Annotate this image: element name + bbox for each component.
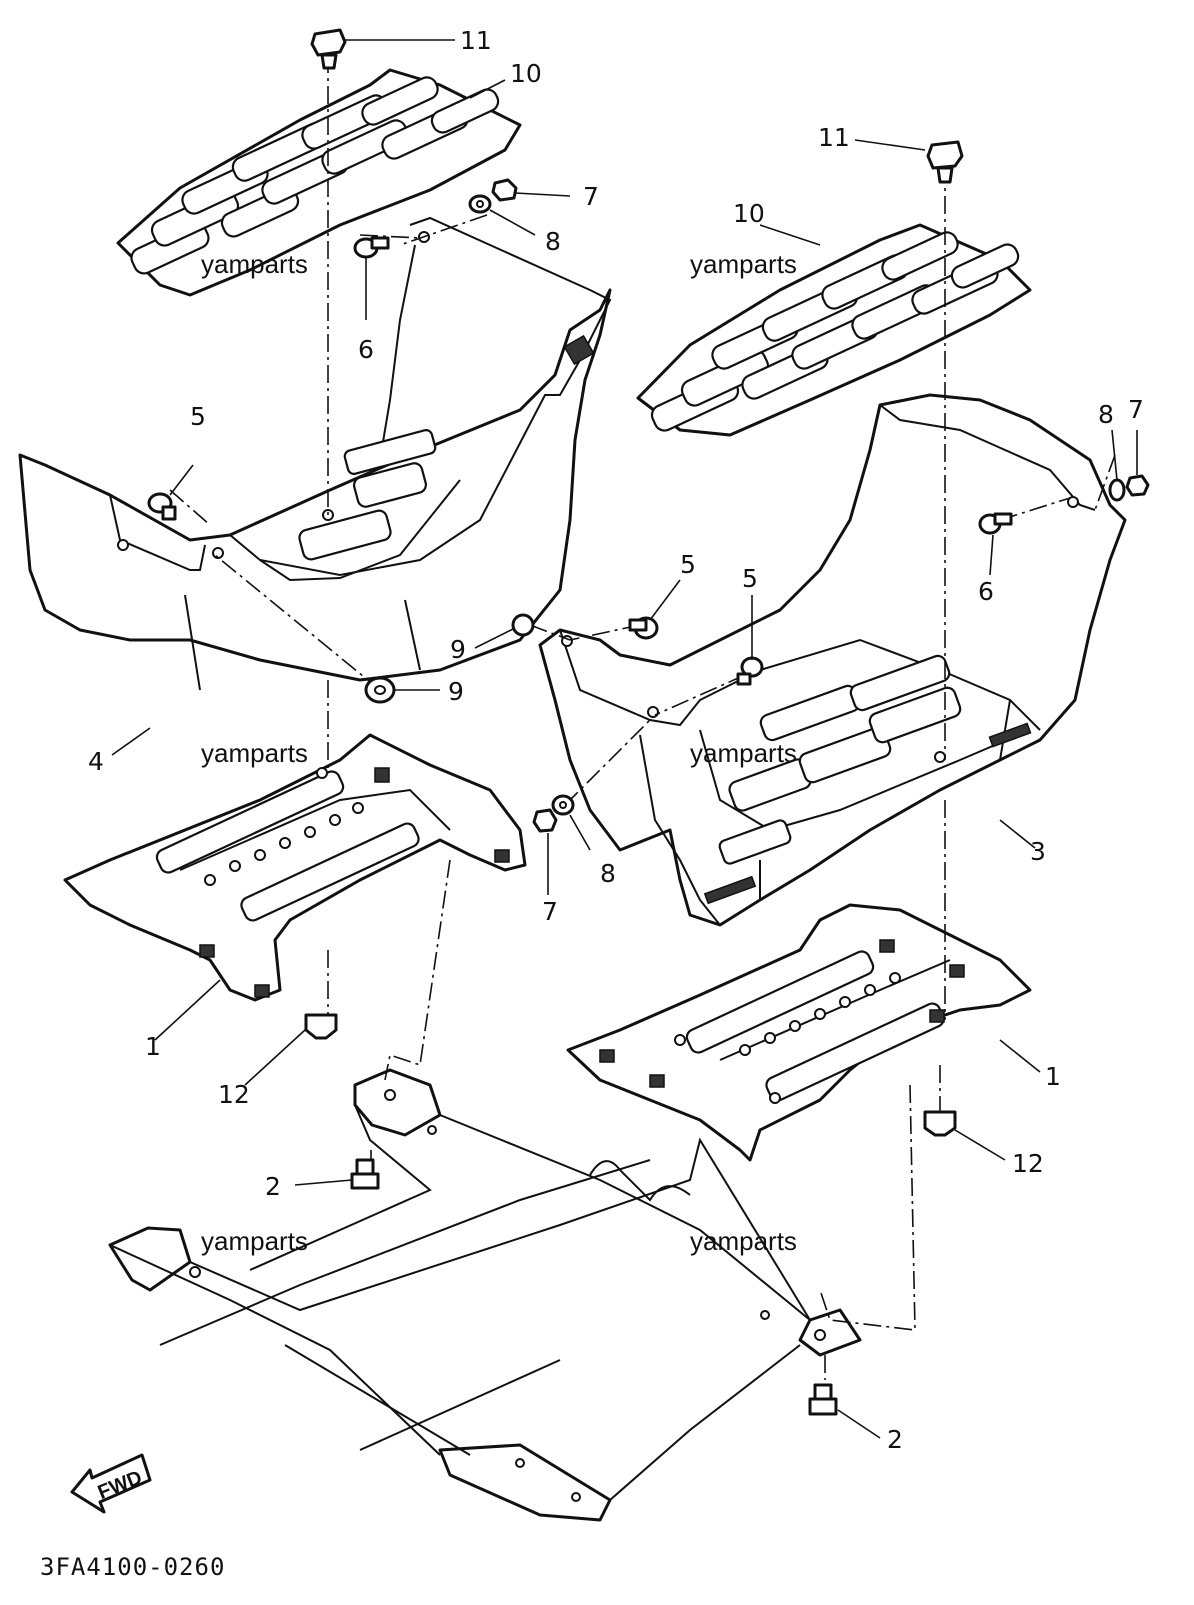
callout-8: 8: [1098, 400, 1114, 429]
callout-7: 7: [1128, 395, 1144, 424]
washer-icon: [551, 794, 575, 816]
washer-icon: [468, 194, 492, 214]
left-footrest: [18, 216, 612, 691]
left-guard-plate: [63, 733, 527, 1002]
nut-icon: [1125, 474, 1150, 497]
callout-1: 1: [1045, 1062, 1061, 1091]
callout-11: 11: [818, 123, 850, 152]
callout-7: 7: [542, 897, 558, 926]
callout-5: 5: [742, 564, 758, 593]
right-guard-plate: [566, 903, 1032, 1162]
callout-labels: 11 10 7 8 6 11 10 8 7 6 5 5 5 9 9 4 3 8 …: [88, 26, 1144, 1454]
washer-icon: [1108, 478, 1126, 502]
grommet-icon: [364, 676, 396, 704]
nut-icon: [491, 178, 518, 202]
watermark: yamparts: [690, 1226, 797, 1256]
bolt-icon: [808, 1383, 838, 1416]
callout-11: 11: [460, 26, 492, 55]
frame-section: [108, 1068, 862, 1522]
bolt-icon: [926, 140, 964, 184]
callout-5: 5: [190, 402, 206, 431]
left-footboard: [116, 68, 522, 297]
callout-1: 1: [145, 1032, 161, 1061]
callout-5: 5: [680, 550, 696, 579]
callout-12: 12: [218, 1080, 250, 1109]
right-footrest: [538, 393, 1127, 927]
fwd-arrow-icon: FWD: [70, 1453, 152, 1514]
callout-2: 2: [265, 1172, 281, 1201]
bolt-icon: [978, 512, 1013, 535]
nut-icon: [532, 808, 558, 833]
bolt-icon: [628, 616, 659, 640]
callout-8: 8: [545, 227, 561, 256]
callout-10: 10: [510, 59, 542, 88]
grommet-icon: [304, 1013, 338, 1040]
watermark: yamparts: [690, 249, 797, 279]
callout-8: 8: [600, 859, 616, 888]
leader-lines: [111, 39, 1138, 1439]
assembly-lines: [169, 55, 1116, 1380]
bolt-icon: [310, 28, 347, 70]
callout-6: 6: [978, 577, 994, 606]
bolt-icon: [147, 492, 177, 521]
callout-9: 9: [450, 635, 466, 664]
callout-4: 4: [88, 747, 104, 776]
callout-10: 10: [733, 199, 765, 228]
watermarks: yamparts yamparts yamparts yamparts yamp…: [201, 249, 797, 1256]
right-footboard: [636, 223, 1032, 437]
callout-9: 9: [448, 677, 464, 706]
diagram-code: 3FA4100-0260: [40, 1553, 225, 1581]
watermark: yamparts: [201, 249, 308, 279]
bolt-icon: [353, 236, 390, 259]
watermark: yamparts: [690, 738, 797, 768]
callout-3: 3: [1030, 837, 1046, 866]
watermark: yamparts: [201, 738, 308, 768]
callout-6: 6: [358, 335, 374, 364]
grommet-icon: [511, 613, 535, 637]
callout-7: 7: [583, 182, 599, 211]
watermark: yamparts: [201, 1226, 308, 1256]
bolt-icon: [350, 1158, 380, 1190]
grommet-icon: [923, 1110, 957, 1137]
callout-2: 2: [887, 1425, 903, 1454]
callout-12: 12: [1012, 1149, 1044, 1178]
